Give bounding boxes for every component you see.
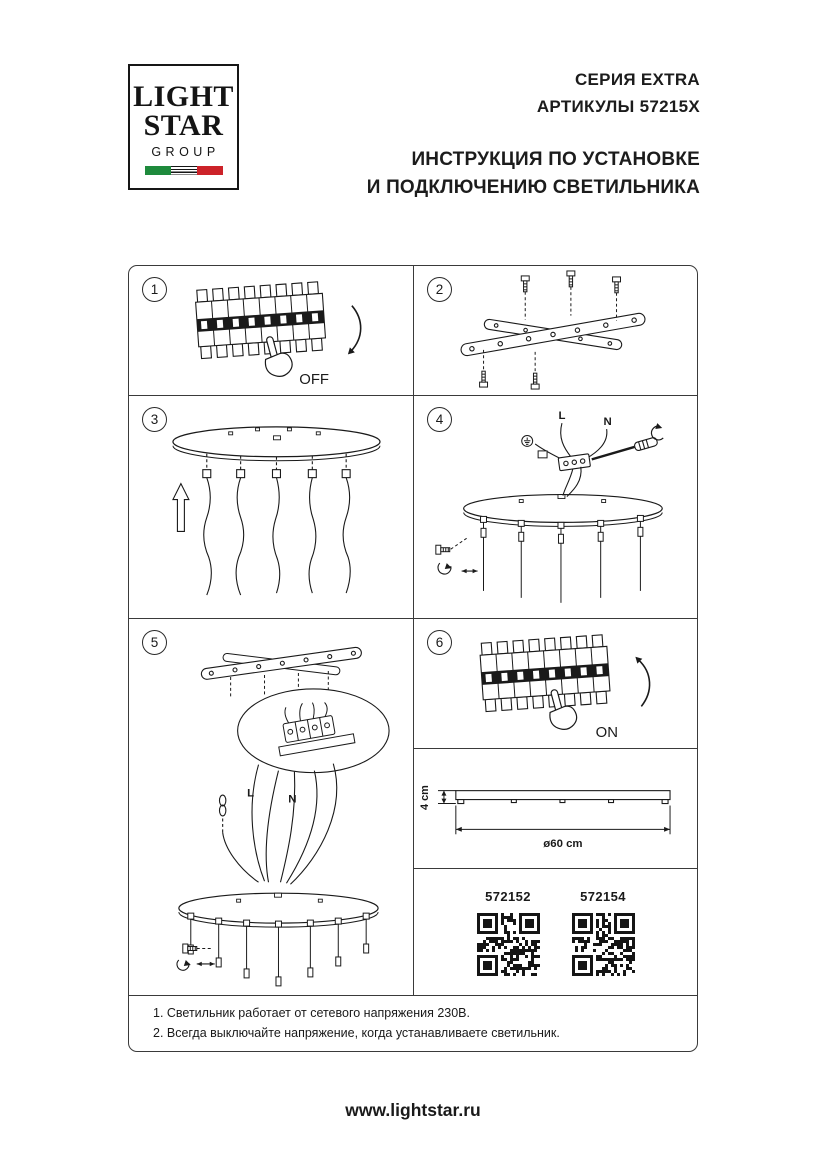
screw-icon bbox=[566, 270, 576, 316]
website-link: www.lightstar.ru bbox=[345, 1100, 481, 1120]
flag-stripes bbox=[170, 165, 197, 175]
wires-to-canopy bbox=[222, 763, 338, 885]
step-number-3: 3 bbox=[142, 407, 167, 432]
step-panel-5: 5 bbox=[129, 619, 414, 996]
height-label: 4 cm bbox=[419, 785, 431, 810]
qr-code bbox=[571, 913, 635, 976]
wire-n-label: N bbox=[288, 794, 296, 806]
pointing-hand-icon bbox=[549, 689, 578, 730]
article-number: 572154 bbox=[580, 889, 626, 904]
step-panel-6: 6 bbox=[414, 619, 697, 749]
wiring-illustration: L N bbox=[435, 410, 664, 603]
mounting-bracket-illustration bbox=[460, 270, 646, 390]
base-side-view bbox=[455, 790, 671, 805]
qr-item: 572152 bbox=[476, 889, 540, 976]
step-number-6: 6 bbox=[427, 630, 452, 655]
arrow-down-icon bbox=[347, 305, 362, 355]
instruction-grid: 1 bbox=[128, 265, 698, 1052]
flag-green bbox=[144, 165, 171, 175]
logo-word-light: LIGHT bbox=[133, 80, 234, 114]
assembly-illustration: L N bbox=[176, 646, 390, 987]
wire-l-label: L bbox=[247, 788, 254, 800]
articles-label: АРТИКУЛЫ 57215X bbox=[536, 97, 700, 117]
logo-word-group: GROUP bbox=[151, 144, 220, 159]
detail-inset bbox=[237, 688, 390, 774]
dimensions-drawing: 4 cm ø60 cm bbox=[419, 785, 671, 850]
diameter-label: ø60 cm bbox=[543, 838, 582, 850]
arrow-up-icon bbox=[635, 656, 651, 707]
terminal-block bbox=[557, 453, 591, 472]
article-number: 572152 bbox=[485, 889, 531, 904]
screw-icon bbox=[182, 943, 212, 954]
hook-icon bbox=[218, 794, 227, 833]
qr-code bbox=[476, 913, 540, 976]
step-number-4: 4 bbox=[427, 407, 452, 432]
height-dimension bbox=[437, 790, 456, 805]
screw-icon bbox=[435, 537, 467, 555]
ceiling-canopy bbox=[172, 426, 381, 462]
step-panel-3: 3 bbox=[129, 396, 414, 619]
note-line-2: 2. Всегда выключайте напряжение, когда у… bbox=[153, 1025, 560, 1040]
connector-block bbox=[537, 450, 548, 459]
step-number-1: 1 bbox=[142, 277, 167, 302]
breaker-off-illustration: OFF bbox=[195, 281, 362, 388]
diameter-dimension bbox=[455, 805, 671, 835]
mounting-bar bbox=[460, 312, 646, 357]
hanging-rods bbox=[480, 514, 644, 603]
suspension-cords bbox=[187, 912, 370, 987]
flag-red bbox=[196, 165, 223, 175]
title-line-1: ИНСТРУКЦИЯ ПО УСТАНОВКЕ bbox=[411, 149, 700, 171]
step-panel-4: 4 L N bbox=[414, 396, 697, 619]
screw-icon bbox=[479, 347, 489, 388]
qr-item: 572154 bbox=[571, 889, 635, 976]
qr-panel: 572152 572154 bbox=[414, 869, 697, 996]
screw-icon bbox=[520, 275, 530, 320]
italian-flag-stripe bbox=[144, 165, 223, 175]
off-label: OFF bbox=[299, 372, 329, 388]
canopy-wires-illustration bbox=[172, 426, 381, 596]
step-panel-1: 1 bbox=[129, 266, 414, 396]
step-number-5: 5 bbox=[142, 630, 167, 655]
step-panel-2: 2 bbox=[414, 266, 697, 396]
breaker-on-illustration: ON bbox=[479, 634, 651, 741]
lightstar-logo: LIGHT STAR GROUP bbox=[128, 64, 239, 190]
on-label: ON bbox=[596, 725, 618, 741]
step-number-2: 2 bbox=[427, 277, 452, 302]
rotate-arrow-icon bbox=[437, 562, 452, 575]
circuit-breaker-panel bbox=[479, 634, 611, 713]
document-title: ИНСТРУКЦИЯ ПО УСТАНОВКЕ И ПОДКЛЮЧЕНИЮ СВ… bbox=[367, 146, 700, 201]
double-arrow-icon bbox=[196, 961, 215, 967]
dimensions-panel: 4 cm ø60 cm bbox=[414, 749, 697, 869]
wires-to-canopy bbox=[562, 466, 582, 497]
pointing-hand-icon bbox=[264, 336, 293, 377]
screw-icon bbox=[530, 349, 540, 390]
wire-l-label: L bbox=[558, 410, 565, 422]
ceiling-canopy bbox=[463, 493, 663, 527]
wire-n-label: N bbox=[604, 416, 612, 428]
rotate-arrow-icon bbox=[176, 959, 191, 971]
mounting-bar bbox=[200, 646, 362, 680]
notes-panel: 1. Светильник работает от сетевого напря… bbox=[129, 996, 697, 1051]
logo-word-star: STAR bbox=[143, 108, 224, 142]
double-arrow-icon bbox=[461, 568, 478, 574]
note-line-1: 1. Светильник работает от сетевого напря… bbox=[153, 1006, 470, 1021]
circuit-breaker-panel bbox=[195, 281, 327, 360]
title-line-2: И ПОДКЛЮЧЕНИЮ СВЕТИЛЬНИКА bbox=[366, 176, 700, 198]
suspension-wires bbox=[202, 453, 351, 596]
series-label: СЕРИЯ EXTRA bbox=[574, 70, 700, 89]
screwdriver-icon bbox=[591, 423, 664, 461]
arrow-up-icon bbox=[172, 482, 190, 532]
ground-icon bbox=[521, 435, 534, 447]
screw-icon bbox=[612, 276, 621, 321]
header: СЕРИЯ EXTRA АРТИКУЛЫ 57215X ИНСТРУКЦИЯ П… bbox=[367, 66, 700, 201]
